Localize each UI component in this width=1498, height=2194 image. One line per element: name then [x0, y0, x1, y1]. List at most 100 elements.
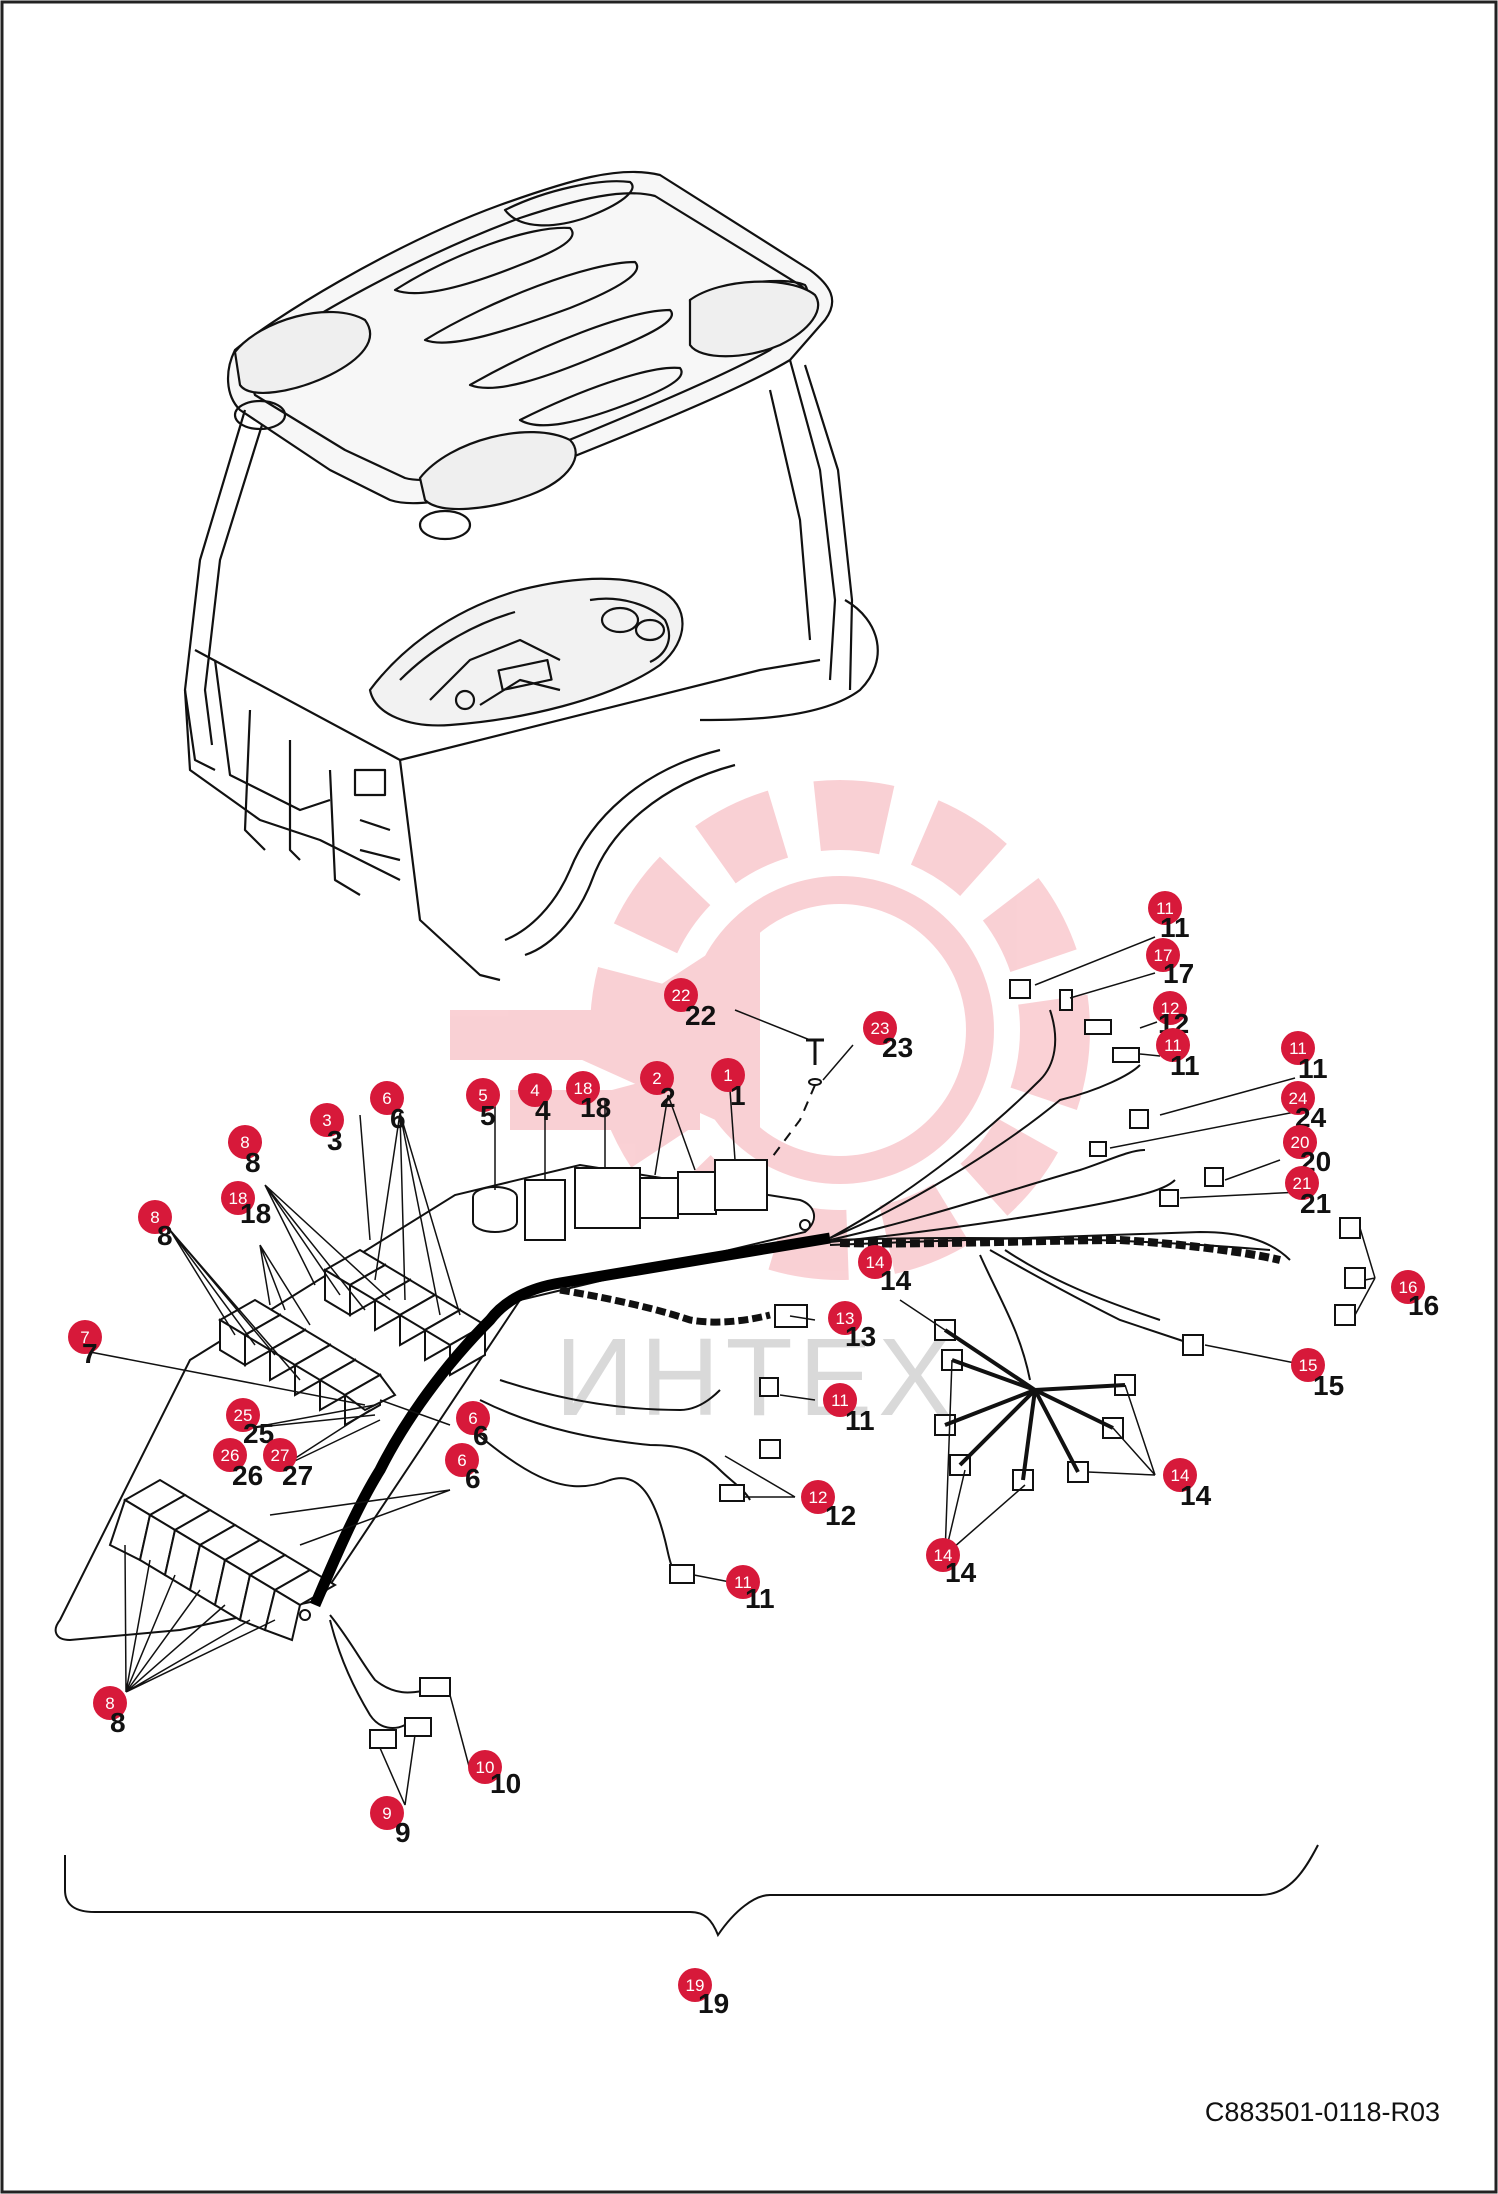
- callout-badge-circle: [226, 1398, 260, 1432]
- callout-label: 22: [685, 1000, 716, 1031]
- callout-6: 66: [370, 1081, 406, 1134]
- callout-8: 88: [93, 1686, 127, 1738]
- callout-8: 88: [138, 1200, 173, 1251]
- callout-label: 16: [1408, 1290, 1439, 1321]
- badge-num: 11: [1164, 1036, 1182, 1055]
- callout-label: 11: [745, 1583, 775, 1614]
- callout-label: 10: [490, 1768, 521, 1799]
- callout-label: 6: [390, 1103, 406, 1134]
- badge-num: 17: [1154, 946, 1173, 965]
- callout-badge-circle: [228, 1125, 262, 1159]
- cab-canopy-drawing: [183, 170, 879, 982]
- callout-8: 88: [228, 1125, 262, 1178]
- callout-label: 18: [580, 1092, 611, 1123]
- callout-label: 19: [698, 1988, 729, 2019]
- callout-badge-circle: [456, 1401, 490, 1435]
- callout-badge-circle: [801, 1480, 835, 1514]
- callout-label: 13: [845, 1321, 876, 1352]
- assembly-bracket: [64, 1844, 1319, 1938]
- callout-badge-circle: [1163, 1458, 1197, 1492]
- badge-num: 20: [1291, 1133, 1310, 1152]
- badge-num: 25: [234, 1406, 253, 1425]
- callout-label: 18: [240, 1198, 271, 1229]
- badge-num: 18: [574, 1079, 593, 1098]
- callout-3: 33: [310, 1103, 344, 1156]
- callout-badge-circle: [926, 1538, 960, 1572]
- badge-num: 11: [1289, 1039, 1307, 1058]
- badge-num: 2: [652, 1069, 661, 1088]
- callout-badge-circle: [1391, 1270, 1425, 1304]
- callout-9: 99: [370, 1796, 411, 1848]
- callout-label: 17: [1163, 958, 1194, 989]
- callout-label: 6: [465, 1463, 481, 1494]
- badge-num: 12: [809, 1488, 828, 1507]
- badge-num: 6: [468, 1409, 477, 1428]
- callout-label: 14: [945, 1557, 977, 1588]
- badge-num: 8: [240, 1133, 249, 1152]
- callout-label: 15: [1313, 1370, 1344, 1401]
- callout-badge-circle: [1146, 938, 1180, 972]
- callout-label: 27: [282, 1460, 313, 1491]
- callout-badge-circle: [1156, 1028, 1190, 1062]
- callout-badge-circle: [138, 1200, 172, 1234]
- callout-badge-circle: [823, 1383, 857, 1417]
- callout-label: 9: [395, 1817, 411, 1848]
- callout-badge-circle: [221, 1181, 255, 1215]
- callout-label: 8: [245, 1147, 261, 1178]
- callout-badge-circle: [1153, 991, 1187, 1025]
- callout-label: 14: [1180, 1480, 1212, 1511]
- main-harness-trunk: [309, 1232, 831, 1608]
- badge-num: 23: [871, 1019, 890, 1038]
- callout-4: 44: [518, 1073, 552, 1126]
- badge-num: 16: [1399, 1278, 1418, 1297]
- badge-num: 4: [530, 1081, 539, 1100]
- relay-block-lower: [108, 1478, 337, 1642]
- badge-num: 27: [271, 1446, 290, 1465]
- callout-badge-circle: [370, 1796, 404, 1830]
- callout-label: 2: [660, 1082, 676, 1113]
- callout-label: 11: [1160, 912, 1190, 943]
- badge-num: 24: [1289, 1089, 1308, 1108]
- callout-label: 11: [1298, 1053, 1328, 1084]
- callout-badge-circle: [664, 978, 698, 1012]
- badge-num: 14: [1171, 1466, 1190, 1485]
- badge-num: 18: [229, 1189, 248, 1208]
- callout-6: 66: [456, 1401, 490, 1451]
- callout-6: 66: [445, 1443, 481, 1494]
- callout-badge-circle: [68, 1320, 102, 1354]
- badge-num: 22: [672, 986, 691, 1005]
- callout-badge-circle: [726, 1565, 760, 1599]
- callout-7: 77: [68, 1320, 102, 1369]
- callout-label: 5: [480, 1100, 496, 1131]
- callout-badge-circle: [1291, 1348, 1325, 1382]
- callout-label: 23: [882, 1032, 913, 1063]
- badge-num: 3: [322, 1111, 331, 1130]
- badge-num: 19: [686, 1976, 705, 1995]
- badge-num: 13: [836, 1309, 855, 1328]
- badge-num: 11: [1156, 899, 1174, 918]
- callout-1: 11: [711, 1058, 746, 1111]
- badge-num: 21: [1293, 1174, 1312, 1193]
- callout-badge-circle: [466, 1078, 500, 1112]
- callout-badge-circle: [263, 1438, 297, 1472]
